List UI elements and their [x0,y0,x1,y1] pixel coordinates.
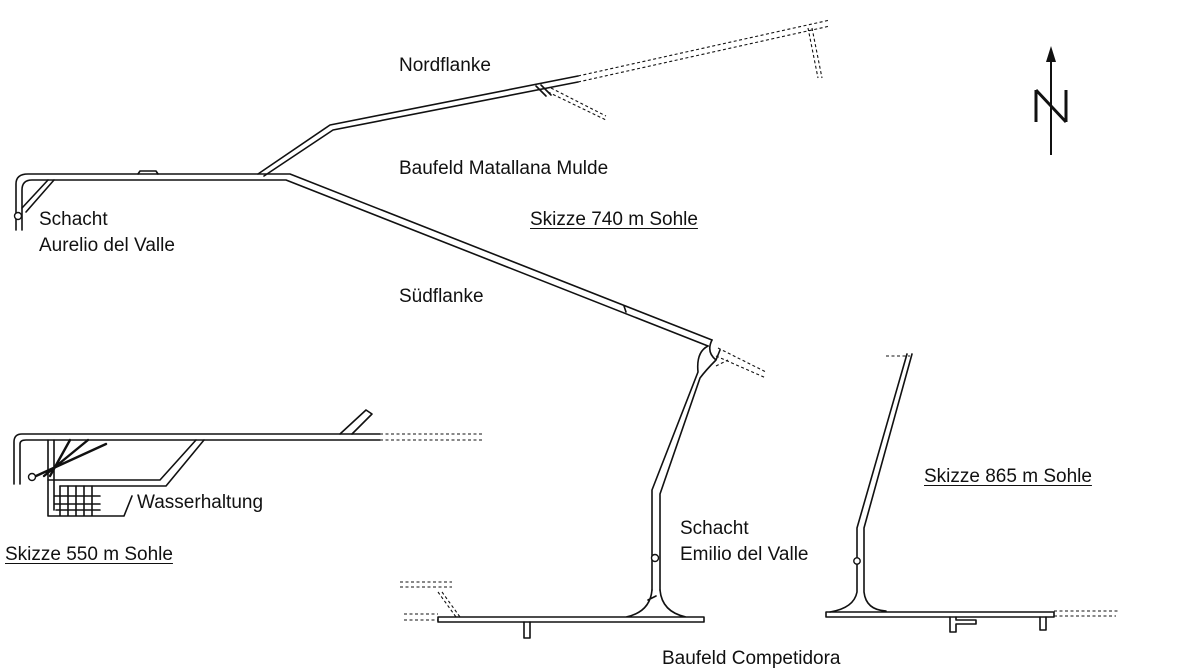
nordflanke-extension-dashed [547,19,831,121]
competidora-stub [523,621,531,639]
dashed-865 [886,355,1118,617]
nordflanke-branch [535,84,552,97]
shaft-aurelio-740 [13,211,23,221]
dashed-550 [380,433,482,441]
branch-550-north [339,409,373,435]
suedflanke-notch [623,305,627,313]
label-schacht-emilio: Schacht [680,518,749,539]
north-letter-glyph [1034,88,1068,124]
north-arrow-head-icon [1046,46,1056,62]
label-suedflanke: Südflanke [399,286,484,307]
level-740-drifts [15,19,831,591]
grid-550 [47,439,133,517]
label-schacht-aurelio: Schacht [39,209,108,230]
shaft-865 [853,557,861,565]
competidora-drifts [400,581,705,639]
shaft-connector-aurelio [21,179,55,213]
label-nordflanke: Nordflanke [399,55,491,76]
label-baufeld-competidora: Baufeld Competidora [662,648,841,669]
emilio-decline [651,339,721,591]
drift-notch [137,170,159,175]
label-skizze-865: Skizze 865 m Sohle [924,466,1092,487]
drift-865 [825,611,1055,618]
label-wasserhaltung: Wasserhaltung [137,492,264,513]
level-550-drifts [13,409,482,517]
nordflanke-drift [257,75,579,177]
label-aurelio-del-valle: Aurelio del Valle [39,235,175,256]
shaft-aurelio-550 [27,472,37,482]
stub-865 [949,616,1047,633]
main-drift-740 [15,173,713,347]
pipe-550 [34,438,108,478]
competidora-main [437,589,705,623]
diagonal-550 [47,439,205,487]
label-skizze-550: Skizze 550 m Sohle [5,544,173,565]
level-865-drifts [825,353,1118,633]
label-baufeld-matallana: Baufeld Matallana Mulde [399,158,609,179]
competidora-extension-dashed [400,581,461,621]
suedflanke-extension-dashed [715,347,767,379]
label-emilio-del-valle: Emilio del Valle [680,544,809,565]
main-drift-550 [13,433,381,485]
north-arrow [1034,46,1068,155]
decline-865 [829,353,913,613]
label-skizze-740: Skizze 740 m Sohle [530,209,698,230]
shaft-emilio [650,553,660,563]
